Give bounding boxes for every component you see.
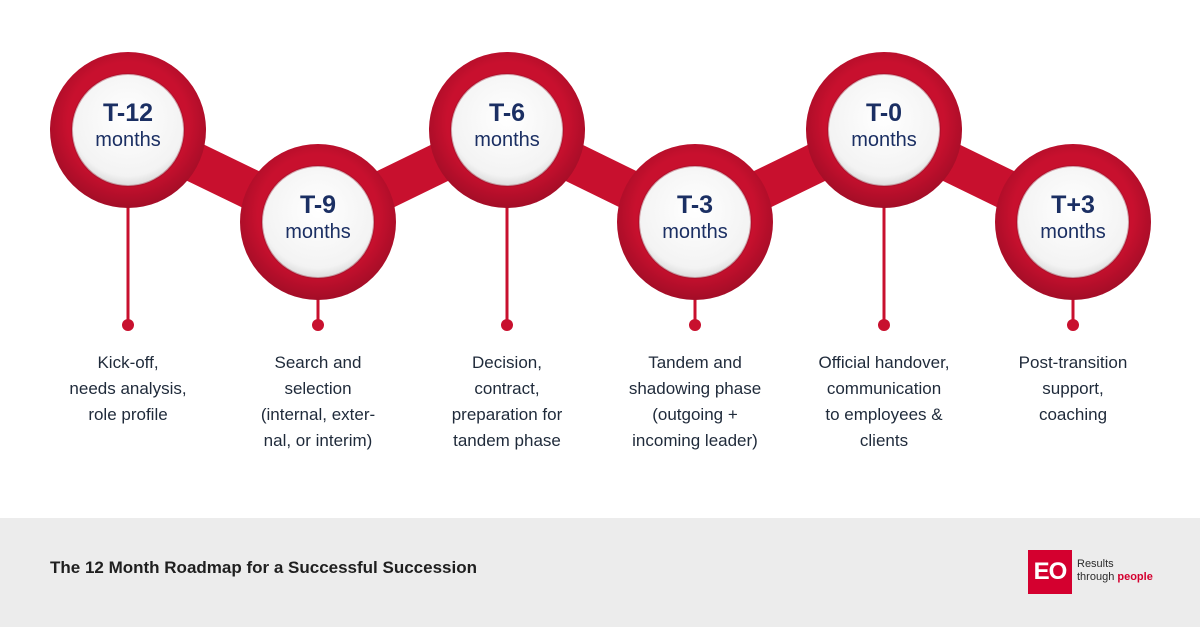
logo-tagline-line1: Results xyxy=(1077,558,1114,570)
milestone-disc xyxy=(71,73,185,187)
company-logo: EO Results through people xyxy=(1028,550,1168,594)
milestone-description: Post-transition support, coaching xyxy=(1018,353,1128,424)
logo-tagline-accent: people xyxy=(1117,571,1153,583)
milestone-disc xyxy=(827,73,941,187)
milestone-disc xyxy=(638,165,752,279)
milestone-dot xyxy=(312,319,324,331)
milestone-disc xyxy=(261,165,375,279)
roadmap-diagram: T-12 months T-9 months T-6 months T-3 mo… xyxy=(50,52,1151,450)
milestone-dot xyxy=(878,319,890,331)
logo-mark: EO xyxy=(1028,550,1072,594)
milestone-description: Official handover, communication to empl… xyxy=(818,353,950,450)
milestone-dot xyxy=(1067,319,1079,331)
milestone-disc xyxy=(1016,165,1130,279)
milestone-disc xyxy=(450,73,564,187)
milestone-dot xyxy=(501,319,513,331)
milestone-description: Kick-off, needs analysis, role profile xyxy=(69,353,187,424)
milestone-description: Decision, contract, preparation for tand… xyxy=(451,353,563,450)
milestone-description: Tandem and shadowing phase (outgoing + i… xyxy=(628,353,762,450)
roadmap-wave xyxy=(50,52,1151,331)
footer-title: The 12 Month Roadmap for a Successful Su… xyxy=(50,558,477,577)
footer-bar: The 12 Month Roadmap for a Successful Su… xyxy=(0,518,1200,627)
milestone-dot xyxy=(122,319,134,331)
milestone-dot xyxy=(689,319,701,331)
ring-group xyxy=(50,52,1151,331)
milestone-description: Search and selection (internal, exter- n… xyxy=(260,353,376,450)
logo-tagline-line2: through people xyxy=(1077,571,1153,583)
logo-tagline-prefix: through xyxy=(1077,571,1118,583)
